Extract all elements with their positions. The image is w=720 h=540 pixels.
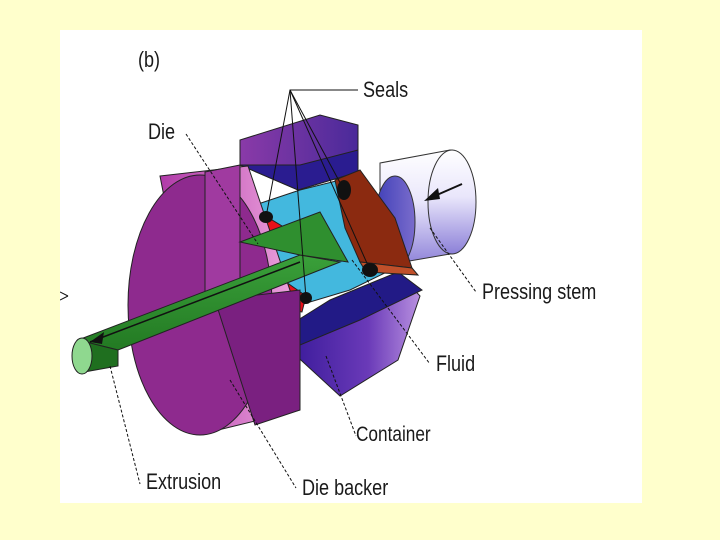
hydrostatic-extrusion-diagram: [60, 89, 477, 489]
die-label: Die: [148, 119, 176, 144]
stem-direction-arrow: [424, 183, 463, 201]
container-label: Container: [356, 423, 431, 446]
pressing-stem: [374, 149, 477, 269]
seals-label: Seals: [363, 77, 409, 102]
die-backer-label: Die backer: [302, 475, 389, 500]
leader-lines: [60, 89, 477, 489]
extrusion-rod: [71, 211, 349, 375]
fluid-label: Fluid: [436, 351, 476, 376]
figure-panel: (b) Seals Die Pressing stem Fluid Contai…: [60, 30, 642, 503]
extrusion-label: Extrusion: [146, 469, 222, 494]
panel-label: (b): [138, 47, 161, 72]
pressing-stem-label: Pressing stem: [482, 279, 597, 304]
